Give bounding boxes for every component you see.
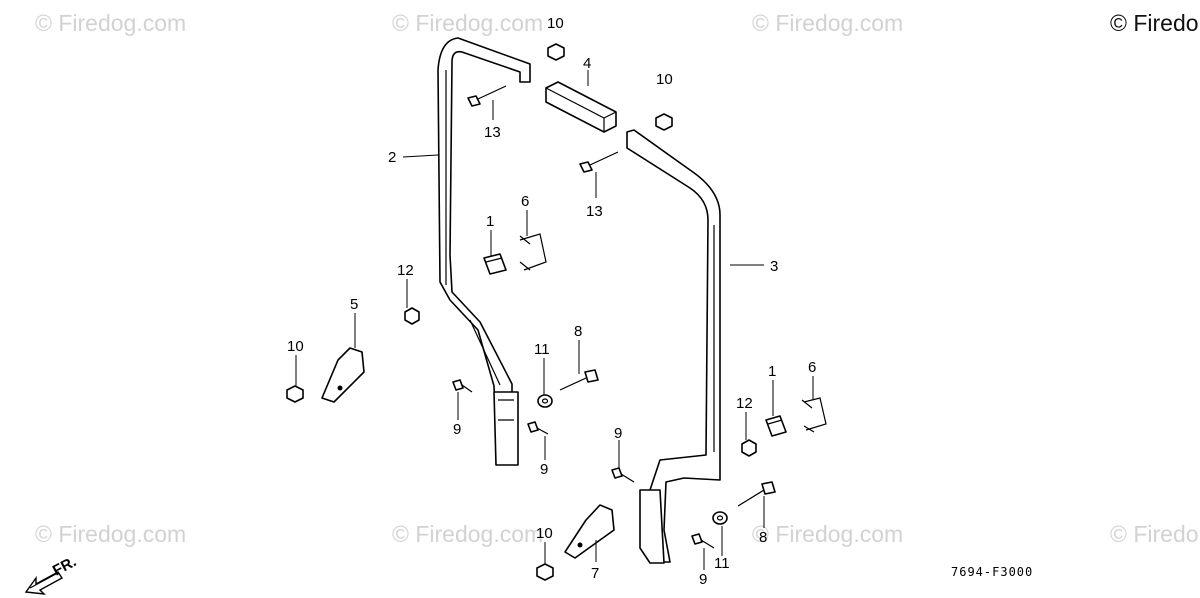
front-arrow-icon: FR.: [24, 553, 79, 595]
callout-10: 10: [656, 71, 673, 88]
washer-icon: [712, 511, 728, 525]
bolt-icon: [691, 533, 715, 549]
clip-left: [483, 253, 507, 275]
nut-icon: [741, 439, 757, 457]
callout-8: 8: [759, 529, 767, 546]
callout-12: 12: [736, 395, 753, 412]
callout-10: 10: [547, 15, 564, 32]
washer-icon: [537, 394, 553, 408]
watermark-bottom-1: © Firedog.com: [35, 521, 187, 547]
callout-2: 2: [388, 149, 396, 166]
bolt-icon: [452, 379, 473, 393]
handle-frame-left: [437, 37, 531, 466]
callout-5: 5: [350, 296, 358, 313]
nut-icon: [655, 113, 673, 131]
watermark-top-1: © Firedog.com: [35, 10, 187, 36]
callout-6: 6: [521, 193, 529, 210]
callout-8: 8: [574, 323, 582, 340]
nut-icon: [404, 307, 420, 325]
callout-11: 11: [714, 555, 730, 572]
clip-right: [765, 415, 787, 437]
callout-13: 13: [586, 203, 603, 220]
u-clip-right: [801, 397, 827, 433]
bolt-icon: [559, 369, 599, 391]
bracket-bottom: [564, 504, 615, 559]
callout-7: 7: [591, 565, 599, 582]
callout-3: 3: [770, 258, 778, 275]
callout-9: 9: [699, 571, 707, 588]
callout-9: 9: [614, 425, 622, 442]
bolt-icon: [737, 481, 776, 507]
handle-frame-right: [626, 129, 721, 564]
bolt-icon: [579, 151, 619, 173]
callout-6: 6: [808, 359, 816, 376]
callout-10: 10: [287, 338, 304, 355]
nut-icon: [547, 43, 565, 61]
watermark-bottom-2: © Firedog.com: [392, 521, 544, 547]
watermark-top-3: © Firedog.com: [752, 10, 904, 36]
u-clip-left: [519, 233, 547, 271]
callout-4: 4: [583, 55, 591, 72]
callout-9: 9: [453, 421, 461, 438]
callout-labels: 10 4 10 13 2 13 6 1 3 12 5 8 11 10 1 6 1…: [287, 15, 816, 588]
callout-12: 12: [397, 262, 414, 279]
callout-1: 1: [486, 213, 494, 230]
callout-10: 10: [536, 525, 553, 542]
diagram-code: 7694-F3000: [951, 565, 1034, 579]
callout-13: 13: [484, 124, 501, 141]
nut-icon: [536, 563, 554, 581]
connector-bar: [545, 81, 617, 133]
bolt-icon: [467, 85, 507, 107]
nut-icon: [286, 385, 304, 403]
bolt-icon: [611, 467, 635, 483]
bolt-icon: [527, 421, 549, 435]
callout-1: 1: [768, 363, 776, 380]
callout-9: 9: [540, 461, 548, 478]
bracket-left: [321, 347, 365, 403]
watermark-bottom-3: © Firedog.com: [752, 521, 904, 547]
watermark-bottom-corner: © Firedo: [1110, 521, 1199, 547]
watermark-top-2: © Firedog.com: [392, 10, 544, 36]
leader-lines: [295, 70, 814, 570]
watermark-top-corner: © Firedo: [1110, 10, 1199, 36]
callout-11: 11: [534, 341, 550, 358]
